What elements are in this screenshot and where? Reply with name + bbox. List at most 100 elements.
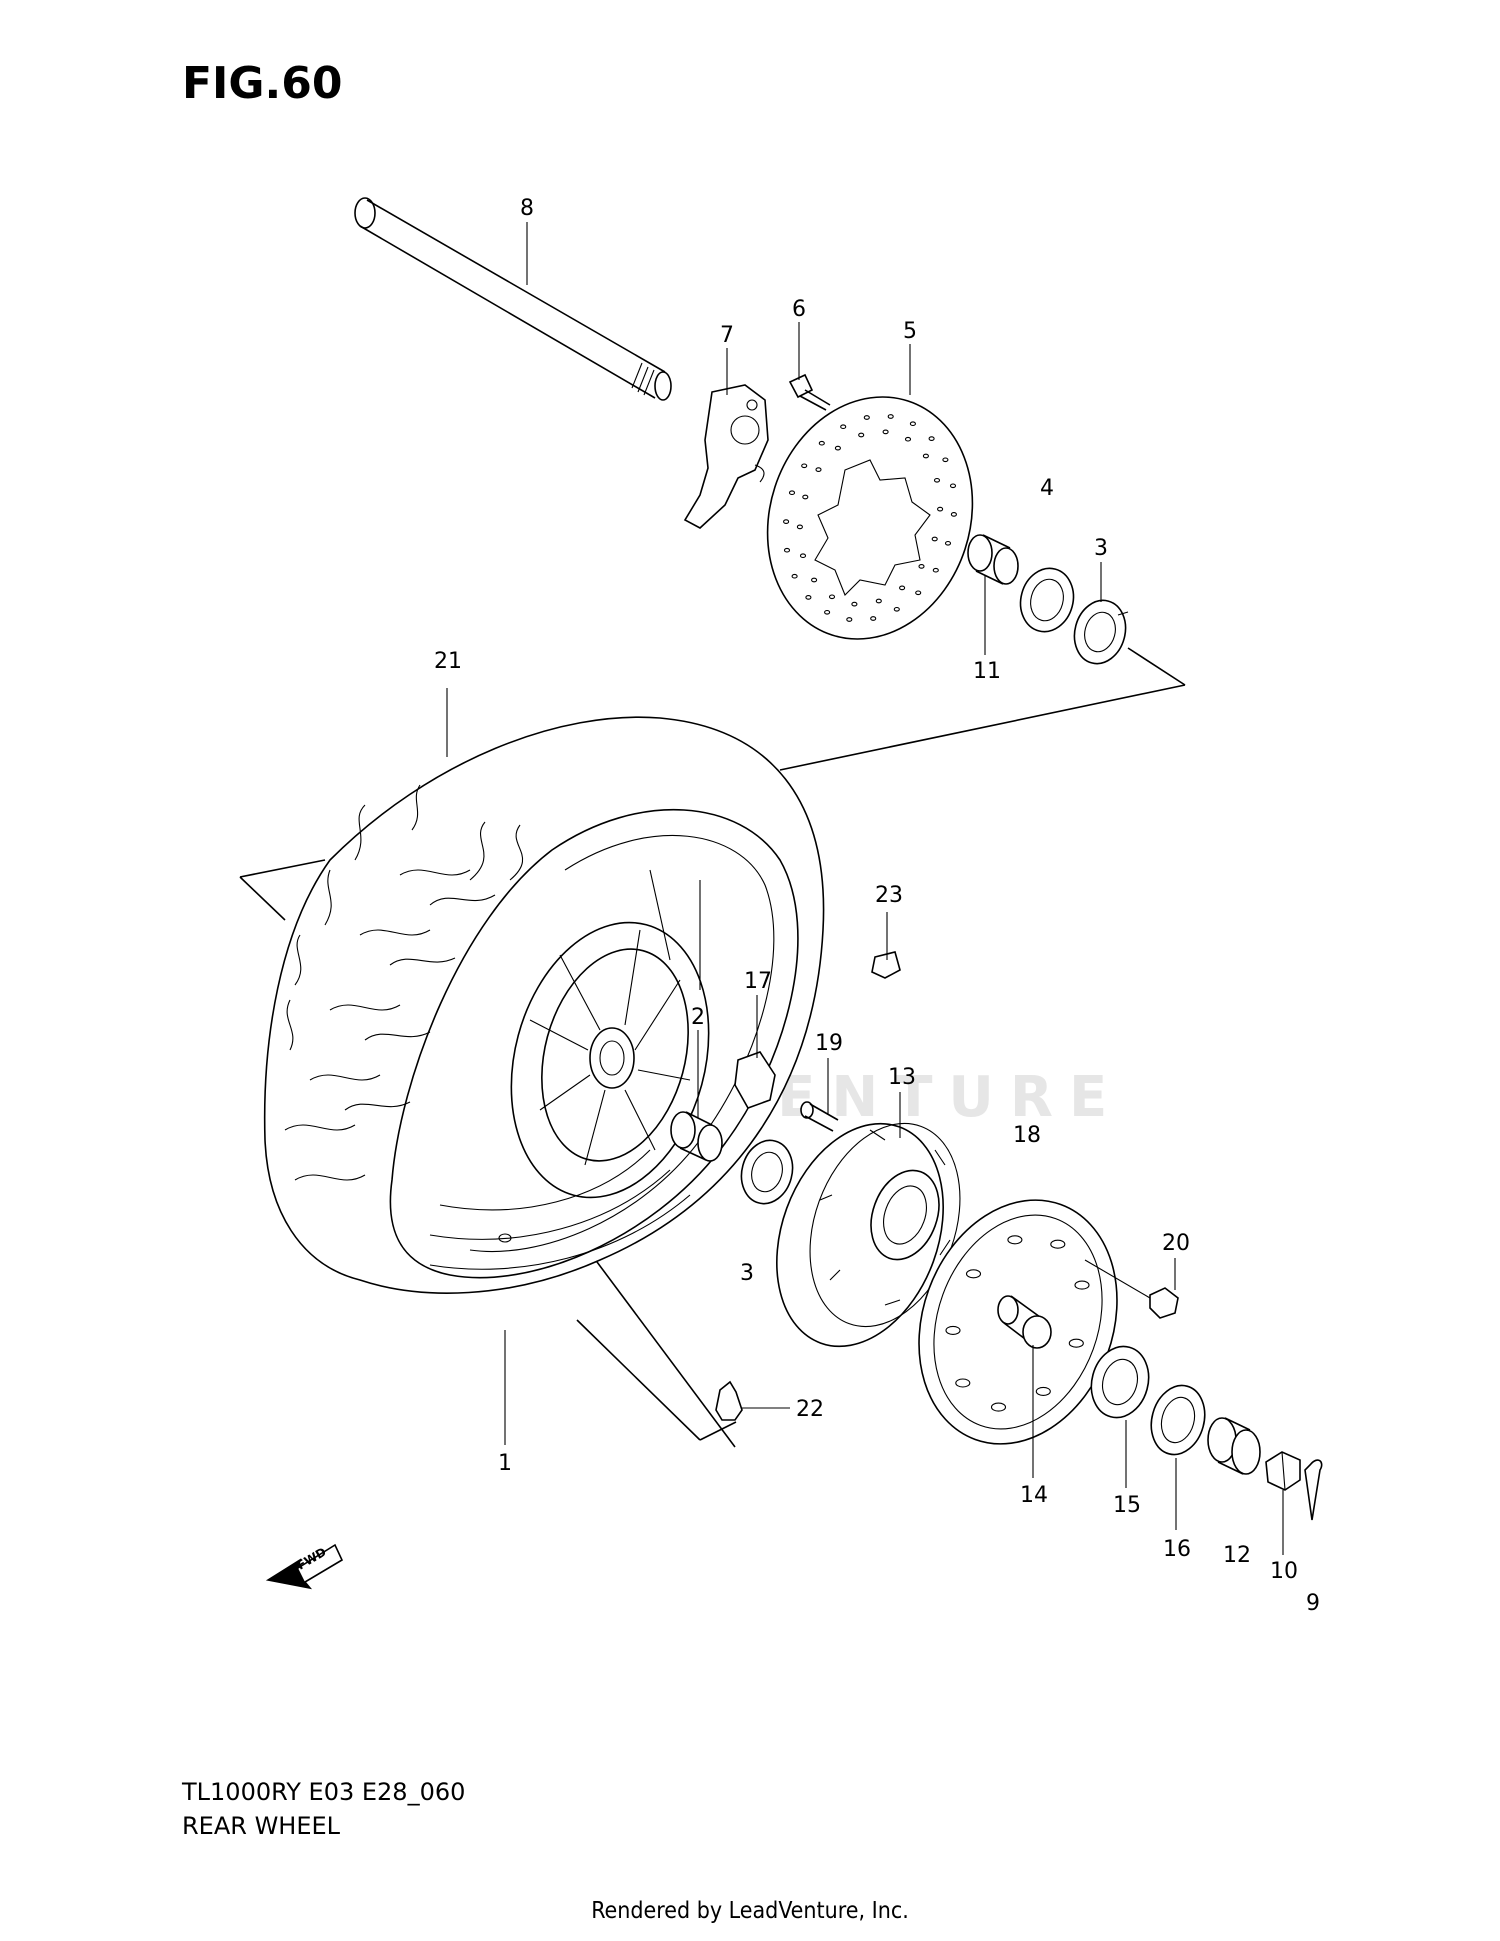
sprocket-holes-hole xyxy=(965,1269,982,1279)
part-label-22: 22 xyxy=(796,1397,824,1422)
bearing-15-part xyxy=(1090,1345,1150,1419)
damper-17-part xyxy=(734,1051,776,1109)
caliper-bracket-part xyxy=(683,384,769,529)
sprocket-holes-hole xyxy=(1035,1386,1051,1396)
spacer-14-part xyxy=(997,1295,1052,1349)
sprocket-drum-13-part xyxy=(776,1122,961,1348)
part-label-15: 15 xyxy=(1113,1493,1141,1518)
disc-holes-hole xyxy=(796,524,803,530)
cotter-pin-9-part xyxy=(1304,1459,1323,1521)
disc-holes-hole xyxy=(949,483,957,489)
diagram-caption: REAR WHEEL xyxy=(182,1812,341,1840)
part-label-16: 16 xyxy=(1163,1537,1191,1562)
nut-10-part xyxy=(1265,1451,1301,1491)
axle-part xyxy=(354,197,672,401)
disc-holes-hole xyxy=(918,564,925,569)
sprocket-holes-hole xyxy=(1068,1338,1084,1348)
part-label-3b: 3 xyxy=(740,1261,754,1286)
part-label-8: 8 xyxy=(520,196,534,221)
disc-holes-hole xyxy=(922,453,929,459)
disc-holes-hole xyxy=(799,553,807,559)
valve-22-part xyxy=(715,1380,743,1421)
disc-holes-hole xyxy=(783,519,790,524)
disc-holes-hole xyxy=(824,609,831,615)
sprocket-holes-hole xyxy=(1007,1235,1023,1245)
part-label-9: 9 xyxy=(1306,1591,1320,1616)
clip-23-part xyxy=(871,951,901,979)
disc-holes-hole xyxy=(909,421,916,427)
seal-16-part xyxy=(1150,1384,1206,1456)
disc-holes-hole xyxy=(851,601,858,607)
disc-holes-hole xyxy=(858,432,865,438)
part-label-21: 21 xyxy=(434,649,462,674)
part-label-1: 1 xyxy=(498,1451,512,1476)
sprocket-holes-hole xyxy=(1074,1280,1090,1290)
disc-holes-hole xyxy=(904,436,912,442)
figure-title: FIG.60 xyxy=(182,58,343,109)
disc-holes-hole xyxy=(791,573,798,579)
disc-holes-hole xyxy=(828,594,836,600)
footer-credit: Rendered by LeadVenture, Inc. xyxy=(591,1898,909,1924)
sprocket-holes-hole xyxy=(955,1378,971,1388)
part-label-17: 17 xyxy=(744,969,772,994)
part-label-18: 18 xyxy=(1013,1123,1041,1148)
spacer-12-part xyxy=(1207,1417,1261,1475)
model-code: TL1000RY E03 E28_060 xyxy=(182,1778,466,1806)
disc-holes-hole xyxy=(942,457,949,463)
bearing-3b-part xyxy=(740,1139,794,1205)
part-label-2: 2 xyxy=(691,1005,705,1030)
part-number-labels: 8 7 6 5 4 3 11 21 23 17 2 19 13 18 20 3 … xyxy=(434,196,1320,1616)
wheel-rim-part xyxy=(429,869,710,1270)
sprocket-holes-hole xyxy=(945,1325,961,1335)
part-label-12: 12 xyxy=(1223,1543,1251,1568)
part-label-23: 23 xyxy=(875,883,903,908)
part-label-5: 5 xyxy=(903,319,917,344)
disc-holes-hole xyxy=(783,547,791,553)
disc-holes-hole xyxy=(915,590,922,596)
disc-holes-hole xyxy=(788,490,796,496)
part-label-14: 14 xyxy=(1020,1483,1048,1508)
brake-disc-part xyxy=(766,396,974,640)
disc-holes-hole xyxy=(931,536,938,542)
fwd-arrow-icon: FWD xyxy=(265,1543,344,1590)
spacer-2-part xyxy=(670,1111,723,1162)
disc-holes-hole xyxy=(944,540,952,546)
disc-holes-hole xyxy=(882,429,889,435)
sprocket-holes-hole xyxy=(990,1402,1007,1412)
disc-holes-hole xyxy=(834,445,841,451)
sprocket-holes-hole xyxy=(1050,1239,1066,1249)
bolt-19-part xyxy=(800,1101,839,1132)
nut-20-part xyxy=(1149,1287,1179,1319)
part-label-13: 13 xyxy=(888,1065,916,1090)
part-label-6: 6 xyxy=(792,297,806,322)
part-label-19: 19 xyxy=(815,1031,843,1056)
disc-holes-hole xyxy=(811,577,818,583)
disc-holes-hole xyxy=(928,436,935,441)
sprocket-18-part xyxy=(918,1199,1118,1445)
sprocket-holes xyxy=(945,1235,1090,1412)
disc-holes-hole xyxy=(805,595,812,600)
disc-holes-hole xyxy=(840,424,847,430)
disc-holes-hole xyxy=(887,414,894,419)
tire-tread-pattern xyxy=(284,784,524,1181)
leader-lines xyxy=(446,222,1284,1555)
disc-holes-hole xyxy=(937,506,944,512)
disc-holes-hole xyxy=(870,616,877,621)
disc-holes-hole xyxy=(932,567,939,573)
disc-holes-hole xyxy=(815,467,822,472)
disc-holes-hole xyxy=(802,494,809,500)
part-label-3a: 3 xyxy=(1094,536,1108,561)
disc-holes-hole xyxy=(863,415,870,420)
part-label-10: 10 xyxy=(1270,1559,1298,1584)
part-label-11: 11 xyxy=(973,659,1001,684)
disc-holes-hole xyxy=(950,512,957,517)
spacer-11-part xyxy=(967,534,1019,585)
disc-holes-hole xyxy=(893,606,900,612)
disc-holes-hole xyxy=(899,585,906,591)
seal-3-part xyxy=(1073,599,1129,665)
disc-holes-hole xyxy=(801,463,808,469)
part-label-7: 7 xyxy=(720,323,734,348)
brake-disc-holes xyxy=(783,414,957,622)
part-label-20: 20 xyxy=(1162,1231,1190,1256)
